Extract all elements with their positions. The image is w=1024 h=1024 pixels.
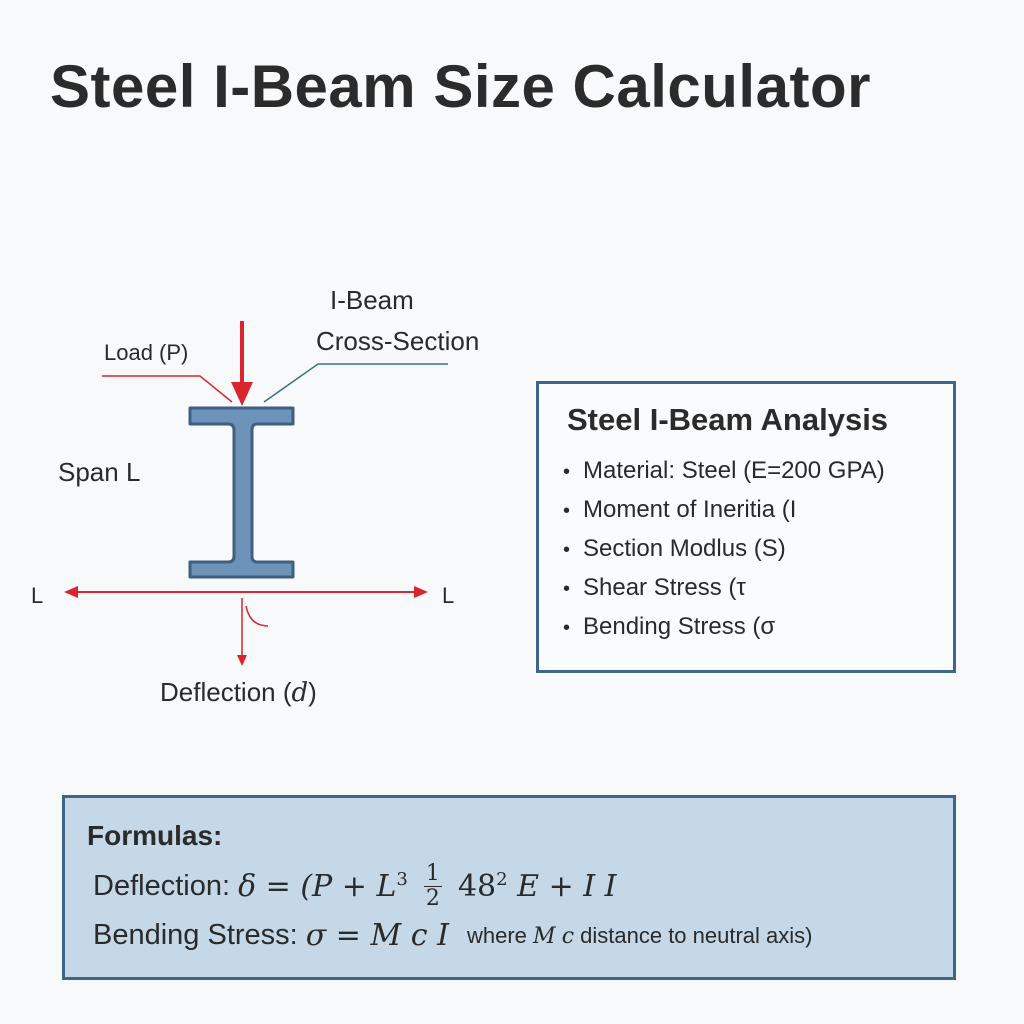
load-label: Load (P) bbox=[104, 340, 188, 365]
bending-formula: Bending Stress: σ = M c I where M c dist… bbox=[87, 918, 953, 974]
cross-section-label-line2: Cross-Section bbox=[316, 326, 479, 356]
bullet-icon: • bbox=[563, 578, 571, 600]
analysis-item-material: Material: Steel (E=200 GPA) bbox=[583, 457, 885, 484]
deflection-label: Deflection (d) bbox=[160, 677, 317, 708]
deflection-formula-expr: δ = (P + L3 bbox=[238, 869, 408, 904]
bullet-icon: • bbox=[563, 461, 571, 483]
bending-formula-expr: σ = M c I bbox=[305, 918, 449, 953]
list-item: • Bending Stress (σ bbox=[563, 608, 953, 647]
analysis-item-moment: Moment of Ineritia (I bbox=[583, 496, 797, 523]
analysis-item-shear-stress: Shear Stress (τ bbox=[583, 574, 746, 601]
analysis-list: • Material: Steel (E=200 GPA) • Moment of … bbox=[563, 452, 953, 647]
span-label: Span L bbox=[58, 457, 140, 487]
cross-section-leader-line bbox=[263, 363, 448, 403]
cross-section-label-line1: I-Beam bbox=[330, 285, 414, 315]
right-end-label: L bbox=[442, 583, 454, 608]
list-item: • Shear Stress (τ bbox=[563, 569, 953, 608]
left-end-label: L bbox=[31, 583, 43, 608]
bending-formula-label: Bending Stress: bbox=[93, 919, 298, 951]
list-item: • Moment of Ineritia (I bbox=[563, 491, 953, 530]
list-item: • Material: Steel (E=200 GPA) bbox=[563, 452, 953, 491]
analysis-item-section-modulus: Section Modlus (S) bbox=[583, 535, 786, 562]
list-item: • Section Modlus (S) bbox=[563, 530, 953, 569]
analysis-panel: Steel I-Beam Analysis • Material: Steel (… bbox=[536, 381, 956, 673]
analysis-title: Steel I-Beam Analysis bbox=[567, 402, 889, 437]
deflection-formula-label: Deflection: bbox=[93, 870, 231, 902]
span-arrow bbox=[64, 586, 428, 598]
bullet-icon: • bbox=[563, 539, 571, 561]
bending-formula-note: where M c distance to neutral axis) bbox=[467, 922, 813, 949]
bullet-icon: • bbox=[563, 617, 571, 639]
i-beam-shape bbox=[188, 406, 295, 579]
analysis-item-bending-stress: Bending Stress (σ bbox=[583, 613, 776, 640]
bullet-icon: • bbox=[563, 500, 571, 522]
load-leader-line bbox=[102, 375, 233, 403]
deflection-arrow bbox=[237, 598, 269, 666]
page-title: Steel I-Beam Size Calculator bbox=[50, 53, 871, 120]
deflection-formula-expr-tail: 482 E + I I bbox=[457, 869, 617, 904]
load-arrow bbox=[231, 321, 253, 406]
formulas-heading: Formulas: bbox=[87, 820, 223, 851]
